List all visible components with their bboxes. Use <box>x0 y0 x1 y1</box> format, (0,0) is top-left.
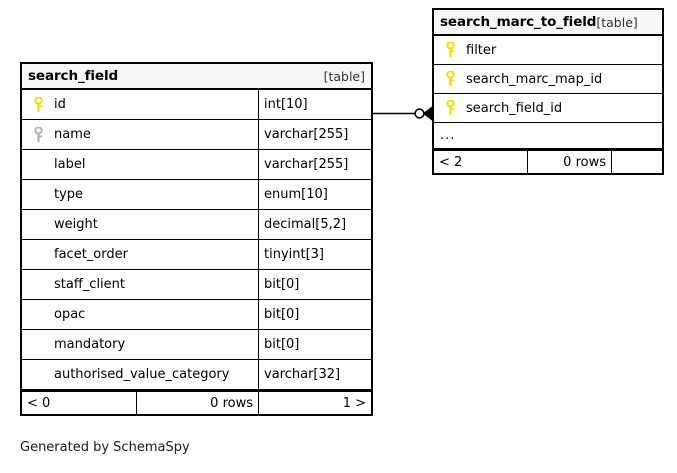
no-key-spacer <box>28 337 48 353</box>
primary-key-icon <box>440 42 460 58</box>
entity-title: search_field <box>28 68 119 84</box>
column-type: int[10] <box>258 90 371 119</box>
column-type: bit[0] <box>258 330 371 359</box>
column-name-cell: staff_client <box>22 270 258 299</box>
entity-header-search-marc-to-field: search_marc_to_field [table] <box>434 10 662 36</box>
column-name-cell: mandatory <box>22 330 258 359</box>
parent-relation-count[interactable]: < 2 <box>439 154 463 170</box>
column-name: search_marc_map_id <box>466 71 603 87</box>
column-row-staff-client[interactable]: staff_client bit[0] <box>22 270 371 300</box>
column-row-mandatory[interactable]: mandatory bit[0] <box>22 330 371 360</box>
no-key-spacer <box>28 157 48 173</box>
column-name-cell: label <box>22 150 258 179</box>
column-name-cell: id <box>22 90 258 119</box>
relationship-connector-search-field-to-search-marc-to-field <box>371 105 435 122</box>
column-name-cell: type <box>22 180 258 209</box>
row-count: 0 rows <box>527 151 611 173</box>
primary-key-icon <box>28 96 48 113</box>
child-relation-count[interactable] <box>611 151 662 173</box>
column-name: facet_order <box>54 247 128 262</box>
column-row-search-field-id[interactable]: search_field_id <box>434 94 662 123</box>
entity-footer-search-field: < 0 0 rows 1 > <box>22 390 371 414</box>
column-name: name <box>54 127 91 142</box>
column-row-filter[interactable]: filter <box>434 36 662 65</box>
column-type: varchar[255] <box>258 150 371 179</box>
primary-key-icon <box>440 100 460 116</box>
column-row-weight[interactable]: weight decimal[5,2] <box>22 210 371 240</box>
column-name-cell: authorised_value_category <box>22 360 258 389</box>
no-key-spacer <box>28 217 48 233</box>
column-row-id[interactable]: id int[10] <box>22 90 371 120</box>
column-name: authorised_value_category <box>54 367 230 382</box>
no-key-spacer <box>28 307 48 323</box>
column-name: staff_client <box>54 277 125 292</box>
column-row-search-marc-map-id[interactable]: search_marc_map_id <box>434 65 662 94</box>
entity-table-search-field[interactable]: search_field [table] id int[10] <box>20 62 373 416</box>
column-name-cell: facet_order <box>22 240 258 269</box>
entity-table-search-marc-to-field[interactable]: search_marc_to_field [table] filter <box>432 8 664 175</box>
column-row-authorised-value-category[interactable]: authorised_value_category varchar[32] <box>22 360 371 390</box>
column-type: decimal[5,2] <box>258 210 371 239</box>
no-key-spacer <box>28 247 48 263</box>
column-type: varchar[255] <box>258 120 371 149</box>
entity-title: search_marc_to_field <box>440 14 597 30</box>
index-key-icon <box>28 126 48 143</box>
column-row-facet-order[interactable]: facet_order tinyint[3] <box>22 240 371 270</box>
no-key-spacer <box>28 367 48 383</box>
column-name: id <box>54 97 66 112</box>
column-name: type <box>54 187 84 202</box>
column-type: enum[10] <box>258 180 371 209</box>
column-name-cell: search_marc_map_id <box>434 65 662 93</box>
column-row-type[interactable]: type enum[10] <box>22 180 371 210</box>
diagram-caption: Generated by SchemaSpy <box>20 440 190 455</box>
column-name: mandatory <box>54 337 126 352</box>
column-name: search_field_id <box>466 100 563 116</box>
entity-type-tag: [table] <box>323 68 365 84</box>
entity-header-search-field: search_field [table] <box>22 64 371 90</box>
column-name-cell: weight <box>22 210 258 239</box>
entity-type-tag: [table] <box>596 14 638 30</box>
column-name: weight <box>54 217 98 232</box>
column-name: filter <box>466 42 497 58</box>
column-row-opac[interactable]: opac bit[0] <box>22 300 371 330</box>
column-name-cell: opac <box>22 300 258 329</box>
row-count: 0 rows <box>136 392 258 414</box>
column-row-name[interactable]: name varchar[255] <box>22 120 371 150</box>
column-name-cell: name <box>22 120 258 149</box>
primary-key-icon <box>440 71 460 87</box>
entity-footer-search-marc-to-field: < 2 0 rows <box>434 149 662 173</box>
child-relation-count[interactable]: 1 > <box>258 392 371 414</box>
column-row-label[interactable]: label varchar[255] <box>22 150 371 180</box>
column-type: bit[0] <box>258 270 371 299</box>
column-name: opac <box>54 307 86 322</box>
column-type: tinyint[3] <box>258 240 371 269</box>
column-name: label <box>54 157 86 172</box>
column-type: bit[0] <box>258 300 371 329</box>
column-name-cell: search_field_id <box>434 94 662 122</box>
no-key-spacer <box>28 187 48 203</box>
no-key-spacer <box>28 277 48 293</box>
more-columns-ellipsis: ... <box>440 128 456 143</box>
column-name-cell: filter <box>434 36 662 64</box>
parent-relation-count[interactable]: < 0 <box>27 395 51 411</box>
column-type: varchar[32] <box>258 360 371 389</box>
column-row-more-indicator[interactable]: ... <box>434 123 662 149</box>
